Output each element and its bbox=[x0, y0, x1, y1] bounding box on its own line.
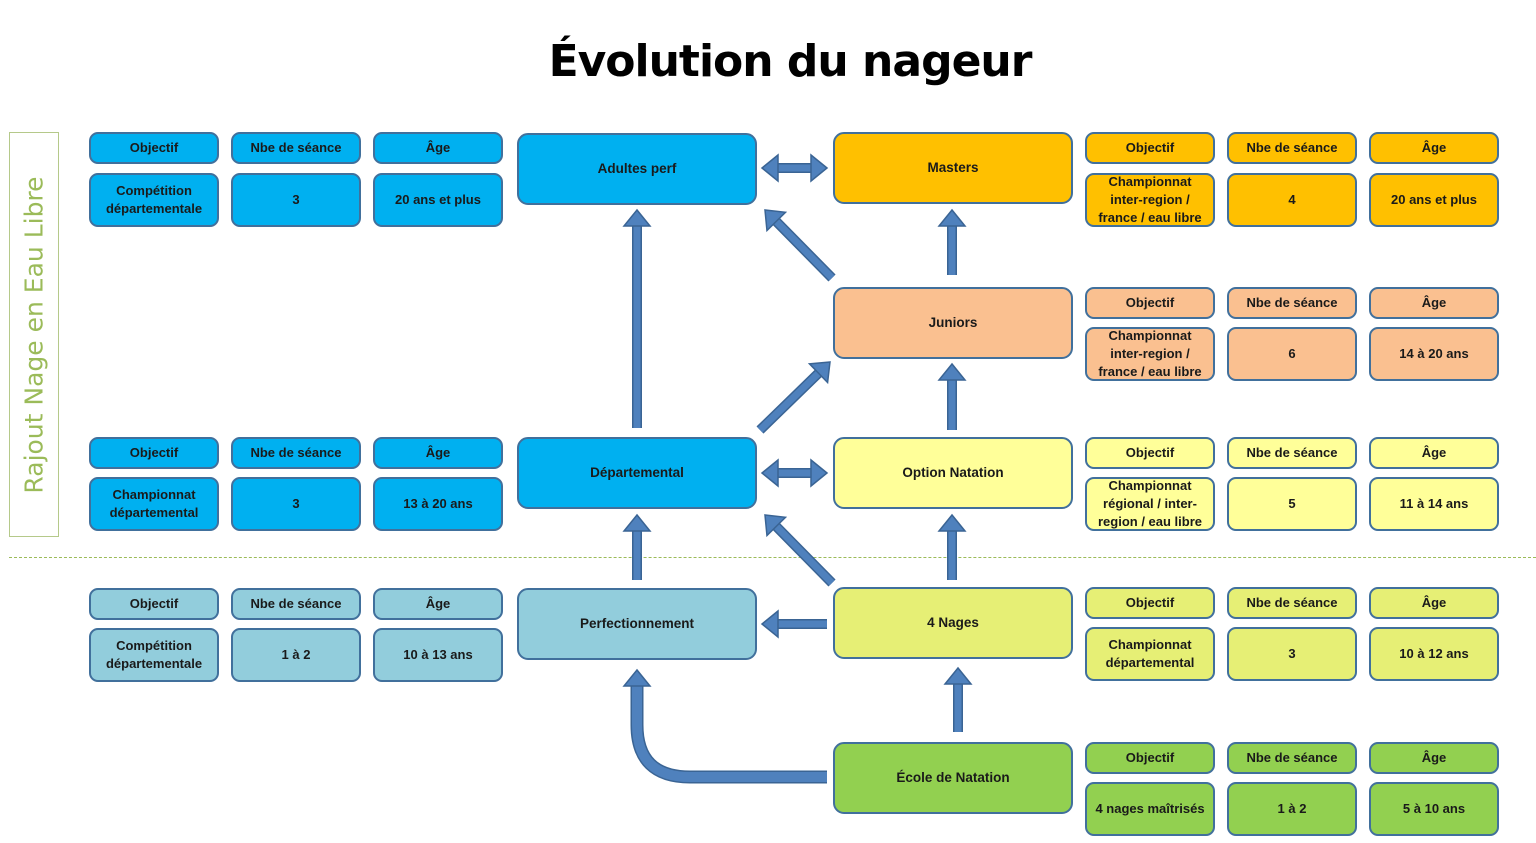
arrow-juniors-adultes bbox=[772, 217, 835, 281]
arrow-departemental-juniors-head bbox=[807, 361, 831, 385]
arrow-departemental-juniors bbox=[757, 369, 823, 433]
adultes-perf-seances-value: 3 bbox=[231, 173, 361, 227]
masters-age-header: Âge bbox=[1369, 132, 1499, 164]
arrow-4nages-departemental bbox=[772, 522, 835, 586]
departemental-objectif-value: Championnat départemental bbox=[89, 477, 219, 531]
departemental-age-header: Âge bbox=[373, 437, 503, 469]
arrow-adultes-masters-head-back bbox=[760, 153, 779, 183]
arrow-4nages-option-head bbox=[937, 513, 967, 532]
juniors-objectif-header: Objectif bbox=[1085, 287, 1215, 319]
4-nages-objectif-header: Objectif bbox=[1085, 587, 1215, 619]
ecole-de-natation-objectif-value: 4 nages maîtrisés bbox=[1085, 782, 1215, 836]
level-box-4-nages: 4 Nages bbox=[833, 587, 1073, 659]
departemental-age-value: 13 à 20 ans bbox=[373, 477, 503, 531]
arrow-departemental-option-head bbox=[810, 458, 829, 488]
arrow-ecole-perfectionnement-head bbox=[622, 668, 652, 687]
level-box-perfectionnement: Perfectionnement bbox=[517, 588, 757, 660]
juniors-objectif-value: Championnat inter-region / france / eau … bbox=[1085, 327, 1215, 381]
level-box-juniors: Juniors bbox=[833, 287, 1073, 359]
option-natation-age-header: Âge bbox=[1369, 437, 1499, 469]
arrow-option-juniors-head bbox=[937, 362, 967, 381]
arrow-ecole-4nages-head bbox=[943, 666, 973, 685]
ecole-de-natation-age-header: Âge bbox=[1369, 742, 1499, 774]
arrow-departemental-option-head-back bbox=[760, 458, 779, 488]
masters-objectif-header: Objectif bbox=[1085, 132, 1215, 164]
open-water-section: Rajout Nage en Eau Libre bbox=[9, 132, 59, 537]
juniors-seances-value: 6 bbox=[1227, 327, 1357, 381]
divider-line bbox=[9, 557, 1536, 558]
arrow-juniors-masters-head bbox=[937, 208, 967, 227]
ecole-de-natation-age-value: 5 à 10 ans bbox=[1369, 782, 1499, 836]
arrow-4nages-departemental-head bbox=[764, 514, 788, 538]
masters-objectif-value: Championnat inter-region / france / eau … bbox=[1085, 173, 1215, 227]
departemental-objectif-header: Objectif bbox=[89, 437, 219, 469]
4-nages-objectif-value: Championnat départemental bbox=[1085, 627, 1215, 681]
masters-seances-header: Nbe de séance bbox=[1227, 132, 1357, 164]
adultes-perf-seances-header: Nbe de séance bbox=[231, 132, 361, 164]
level-box-adultes-perf: Adultes perf bbox=[517, 133, 757, 205]
arrow-4nages-perfectionnement-head bbox=[760, 609, 779, 639]
level-box-departemental: Départemental bbox=[517, 437, 757, 509]
juniors-age-value: 14 à 20 ans bbox=[1369, 327, 1499, 381]
option-natation-age-value: 11 à 14 ans bbox=[1369, 477, 1499, 531]
arrow-ecole-perfectionnement bbox=[630, 684, 827, 784]
adultes-perf-age-header: Âge bbox=[373, 132, 503, 164]
page-title: Évolution du nageur bbox=[548, 36, 1033, 87]
4-nages-age-header: Âge bbox=[1369, 587, 1499, 619]
arrow-perfectionnement-departemental-head bbox=[622, 513, 652, 532]
perfectionnement-seances-header: Nbe de séance bbox=[231, 588, 361, 620]
option-natation-seances-header: Nbe de séance bbox=[1227, 437, 1357, 469]
juniors-age-header: Âge bbox=[1369, 287, 1499, 319]
arrow-juniors-adultes-head bbox=[764, 209, 788, 233]
option-natation-objectif-value: Championnat régional / inter-region / ea… bbox=[1085, 477, 1215, 531]
perfectionnement-objectif-value: Compétition départementale bbox=[89, 628, 219, 682]
adultes-perf-age-value: 20 ans et plus bbox=[373, 173, 503, 227]
arrow-adultes-masters-head bbox=[810, 153, 829, 183]
option-natation-objectif-header: Objectif bbox=[1085, 437, 1215, 469]
adultes-perf-objectif-value: Compétition départementale bbox=[89, 173, 219, 227]
4-nages-seances-header: Nbe de séance bbox=[1227, 587, 1357, 619]
perfectionnement-objectif-header: Objectif bbox=[89, 588, 219, 620]
level-box-ecole-de-natation: École de Natation bbox=[833, 742, 1073, 814]
perfectionnement-seances-value: 1 à 2 bbox=[231, 628, 361, 682]
ecole-de-natation-objectif-header: Objectif bbox=[1085, 742, 1215, 774]
perfectionnement-age-value: 10 à 13 ans bbox=[373, 628, 503, 682]
masters-seances-value: 4 bbox=[1227, 173, 1357, 227]
arrow-ecole-perfectionnement bbox=[632, 684, 827, 782]
level-box-masters: Masters bbox=[833, 132, 1073, 204]
perfectionnement-age-header: Âge bbox=[373, 588, 503, 620]
level-box-option-natation: Option Natation bbox=[833, 437, 1073, 509]
4-nages-seances-value: 3 bbox=[1227, 627, 1357, 681]
masters-age-value: 20 ans et plus bbox=[1369, 173, 1499, 227]
ecole-de-natation-seances-value: 1 à 2 bbox=[1227, 782, 1357, 836]
option-natation-seances-value: 5 bbox=[1227, 477, 1357, 531]
adultes-perf-objectif-header: Objectif bbox=[89, 132, 219, 164]
4-nages-age-value: 10 à 12 ans bbox=[1369, 627, 1499, 681]
departemental-seances-header: Nbe de séance bbox=[231, 437, 361, 469]
departemental-seances-value: 3 bbox=[231, 477, 361, 531]
juniors-seances-header: Nbe de séance bbox=[1227, 287, 1357, 319]
ecole-de-natation-seances-header: Nbe de séance bbox=[1227, 742, 1357, 774]
arrow-departemental-adultes-head bbox=[622, 208, 652, 227]
